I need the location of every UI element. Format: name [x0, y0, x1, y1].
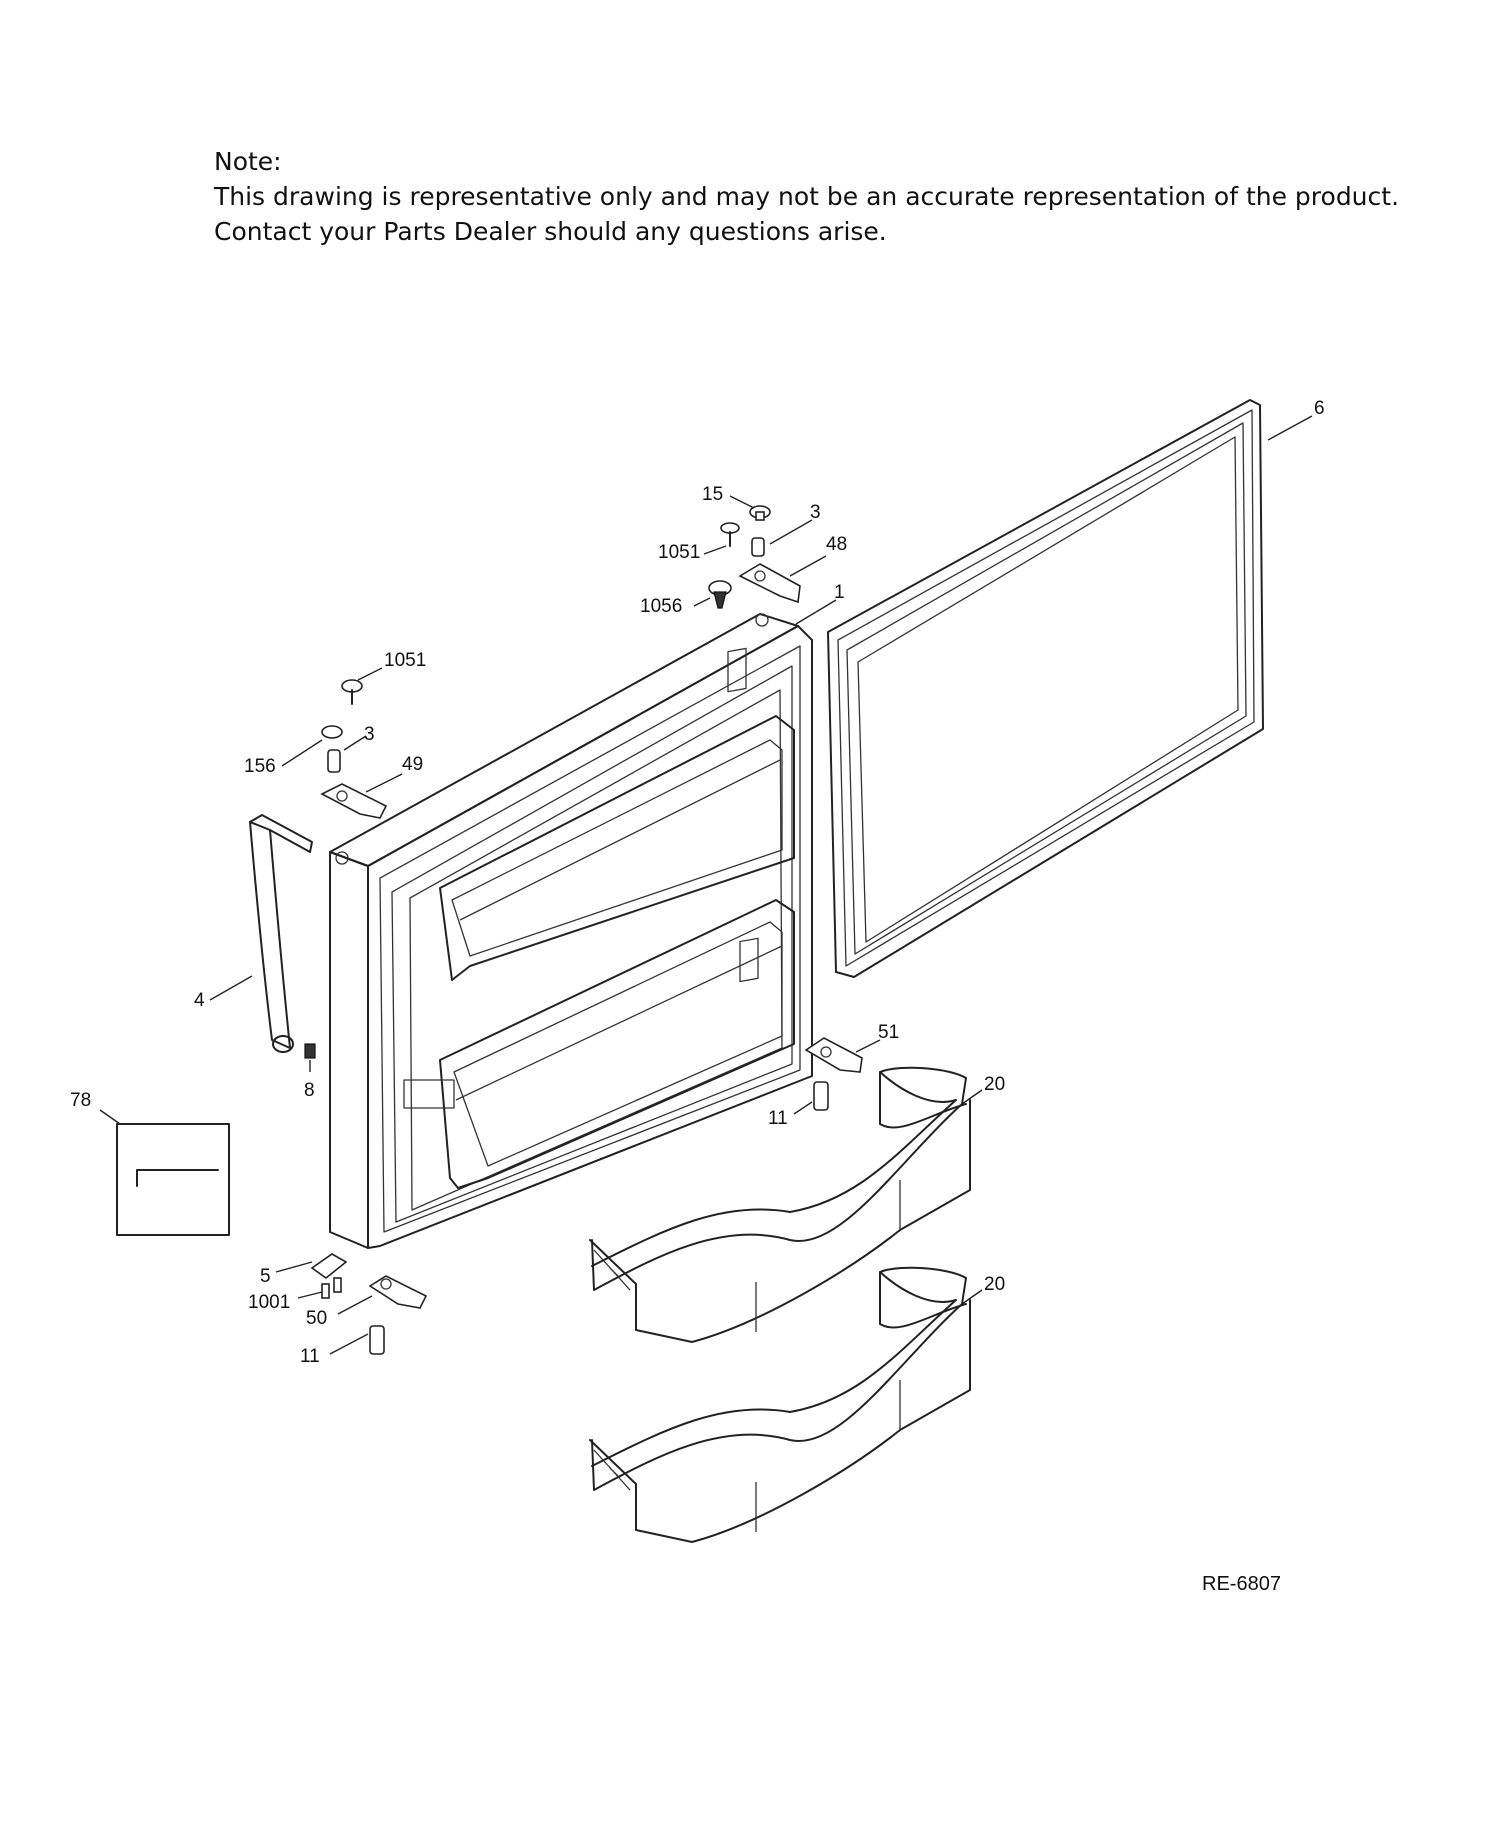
- door-bin-upper[interactable]: [589, 1066, 971, 1343]
- callout-lines: [99, 415, 1313, 1355]
- hinge-bracket-49[interactable]: [320, 783, 388, 819]
- callout-hinge-bracket-bottom-left: 50: [306, 1308, 327, 1329]
- note-line-1: This drawing is representative only and …: [214, 182, 1400, 211]
- callout-hinge-pin-top-left: 3: [364, 724, 375, 745]
- pin-11-left[interactable]: [369, 1325, 385, 1355]
- hinge-pin-3-top[interactable]: [751, 537, 765, 557]
- callout-screws-bottom-left: 1001: [248, 1292, 290, 1313]
- hinge-5[interactable]: [310, 1253, 348, 1280]
- callout-screw-top-right: 1051: [658, 542, 700, 563]
- reference-code: RE-6807: [1202, 1573, 1281, 1595]
- disclaimer-note: Note: This drawing is representative onl…: [214, 144, 1399, 249]
- callout-hinge-bottom-left: 5: [260, 1266, 271, 1287]
- pin-11-right[interactable]: [813, 1081, 829, 1111]
- callout-pin-bottom-right: 11: [768, 1108, 788, 1129]
- handle-screw-8[interactable]: [304, 1043, 316, 1059]
- callout-plug-left: 156: [244, 756, 276, 777]
- door-gasket[interactable]: [827, 399, 1264, 978]
- callout-screw-top-left: 1051: [384, 650, 426, 671]
- hinge-bracket-48[interactable]: [738, 563, 801, 604]
- screw-1051-left[interactable]: [341, 679, 363, 705]
- callout-handle: 4: [194, 990, 205, 1011]
- hinge-bracket-51[interactable]: [804, 1037, 863, 1073]
- hinge-bracket-50[interactable]: [368, 1275, 428, 1309]
- callout-plug-top: 15: [702, 484, 723, 505]
- callout-gasket: 6: [1314, 398, 1325, 419]
- door-assembly[interactable]: [329, 613, 813, 1249]
- callout-bin-lower: 20: [984, 1274, 1005, 1295]
- note-heading: Note:: [214, 147, 282, 176]
- callout-bin-upper: 20: [984, 1074, 1005, 1095]
- plug-15[interactable]: [749, 505, 771, 521]
- callout-pin-bottom-left: 11: [300, 1346, 320, 1367]
- callout-door: 1: [834, 582, 845, 603]
- plug-156[interactable]: [321, 725, 343, 739]
- callout-kit: 78: [70, 1090, 91, 1111]
- callout-hinge-pin-top-right: 3: [810, 502, 821, 523]
- screw-1051-top[interactable]: [720, 522, 740, 547]
- screw-1056[interactable]: [708, 580, 732, 609]
- parts-kit-box[interactable]: [116, 1123, 230, 1236]
- callout-handle-screw: 8: [304, 1080, 315, 1101]
- callout-hinge-bracket-bottom-right: 51: [878, 1022, 899, 1043]
- note-line-2: Contact your Parts Dealer should any que…: [214, 217, 887, 246]
- screws-1001[interactable]: [321, 1277, 342, 1299]
- door-bin-lower[interactable]: [589, 1266, 971, 1543]
- callout-screw-hinge-top-right: 1056: [640, 596, 682, 617]
- callout-hinge-bracket-top-right: 48: [826, 534, 847, 555]
- door-handle[interactable]: [249, 814, 313, 1053]
- callout-hinge-bracket-top-left: 49: [402, 754, 423, 775]
- hinge-pin-3-left[interactable]: [327, 749, 341, 773]
